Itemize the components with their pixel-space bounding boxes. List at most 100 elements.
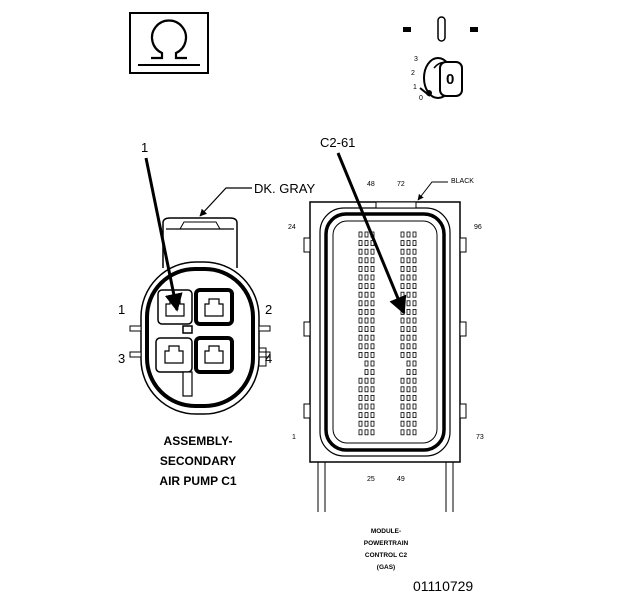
pcm-cavity-pin [358, 231, 363, 238]
pcm-cavity-pin [370, 377, 375, 384]
pcm-cavity-pin [370, 369, 375, 376]
pcm-cavity-pin [364, 231, 369, 238]
pcm-cavity-pin [358, 420, 363, 427]
pcm-cavity-pin [358, 291, 363, 298]
pcm-cavity-pin [358, 403, 363, 410]
air-pump-connector [129, 217, 271, 415]
pcm-cavity-pin [358, 429, 363, 436]
pcm-cavity-pin [364, 360, 369, 367]
pcm-cavity-pin [358, 248, 363, 255]
pcm-cavity-pin [406, 377, 411, 384]
pcm-cavity-pin [364, 265, 369, 272]
pcm-cavity-pin [412, 429, 417, 436]
ignition-icon [403, 16, 478, 99]
pcm-cavity-pin [406, 231, 411, 238]
pcm-cavity-pin [370, 257, 375, 264]
pcm-cavity-pin [370, 308, 375, 315]
pcm-cavity-pin [400, 343, 405, 350]
pcm-cavity-pin [364, 291, 369, 298]
pcm-cavity-pin [370, 283, 375, 290]
pcm-cavity-pin [412, 412, 417, 419]
pcm-cavity-pin [406, 394, 411, 401]
pcm-cavity-pin [364, 420, 369, 427]
pcm-cavity-pin [412, 420, 417, 427]
pcm-cavity-pin [364, 386, 369, 393]
pcm-cavity-pin [406, 386, 411, 393]
pcm-cavity-pin [412, 360, 417, 367]
pcm-cavity-pins [358, 231, 417, 436]
pcm-cavity-pin [358, 308, 363, 315]
pcm-cavity-pin [406, 274, 411, 281]
pcm-cavity-pin [358, 283, 363, 290]
pcm-cavity-pin [358, 240, 363, 247]
pcm-cavity-pin [370, 248, 375, 255]
pcm-cavity-pin [406, 334, 411, 341]
pcm-cavity-pin [358, 351, 363, 358]
pcm-cavity-pin [412, 334, 417, 341]
pcm-cavity-pin [364, 403, 369, 410]
figure-number: 01110729 [413, 578, 474, 594]
pcm-cavity-pin [412, 291, 417, 298]
pcm-cavity-pin [400, 377, 405, 384]
ignition-position-0: 0 [419, 95, 423, 102]
pcm-cavity-pin [370, 265, 375, 272]
callout-c2-61-leader [336, 152, 407, 315]
pcm-cavity-pin [406, 265, 411, 272]
pcm-cavity-pin [412, 369, 417, 376]
pcm-cavity-pin [406, 240, 411, 247]
ignition-key-label: 0 [446, 71, 455, 88]
pcm-cavity-pin [358, 343, 363, 350]
cavity-label-1: 1 [118, 302, 126, 317]
pcm-cavity-pin [364, 283, 369, 290]
air-pump-title-line-2: SECONDARY [159, 454, 237, 468]
pcm-cavity-pin [412, 240, 417, 247]
pcm-cavity-pin [406, 308, 411, 315]
pcm-cavity-pin [358, 377, 363, 384]
dk-gray-leader [199, 187, 252, 217]
pcm-cavity-pin [364, 334, 369, 341]
pcm-cavity-pin [400, 351, 405, 358]
pcm-cavity-pin [400, 265, 405, 272]
pcm-cavity-pin [370, 291, 375, 298]
pcm-cavity-pin [370, 300, 375, 307]
callout-1-label: 1 [141, 140, 149, 155]
pcm-cavity-pin [370, 412, 375, 419]
pcm-cavity-pin [406, 283, 411, 290]
pcm-cavity-pin [400, 317, 405, 324]
pcm-cavity-pin [412, 403, 417, 410]
cavity-label-2: 2 [265, 302, 273, 317]
pcm-cavity-pin [400, 420, 405, 427]
pcm-title-line-1: MODULE- [370, 528, 402, 535]
pcm-cavity-pin [406, 403, 411, 410]
pcm-cavity-pin [358, 274, 363, 281]
pcm-cavity-pin [364, 257, 369, 264]
pcm-cavity-pin [412, 317, 417, 324]
pcm-cavity-pin [364, 369, 369, 376]
pcm-cavity-pin [370, 274, 375, 281]
pcm-cavity-pin [358, 412, 363, 419]
pcm-cavity-pin [412, 343, 417, 350]
pcm-cavity-pin [370, 360, 375, 367]
pcm-cavity-25: 25 [367, 476, 375, 483]
pcm-cavity-pin [364, 377, 369, 384]
pcm-cavity-pin [412, 283, 417, 290]
pcm-cavity-pin [358, 394, 363, 401]
pcm-cavity-pin [406, 420, 411, 427]
pcm-cavity-pin [400, 412, 405, 419]
pcm-cavity-pin [400, 240, 405, 247]
pcm-cavity-pin [370, 394, 375, 401]
pcm-cavity-pin [412, 326, 417, 333]
pcm-cavity-pin [370, 334, 375, 341]
pcm-cavity-pin [370, 403, 375, 410]
pcm-cavity-pin [412, 386, 417, 393]
pcm-cavity-pin [400, 326, 405, 333]
pcm-cavity-pin [358, 300, 363, 307]
pcm-cavity-pin [358, 386, 363, 393]
pcm-cavity-pin [412, 377, 417, 384]
pcm-cavity-pin [370, 317, 375, 324]
pcm-cavity-pin [406, 351, 411, 358]
pcm-cavity-pin [400, 274, 405, 281]
pcm-cavity-pin [364, 351, 369, 358]
pcm-cavity-pin [364, 240, 369, 247]
